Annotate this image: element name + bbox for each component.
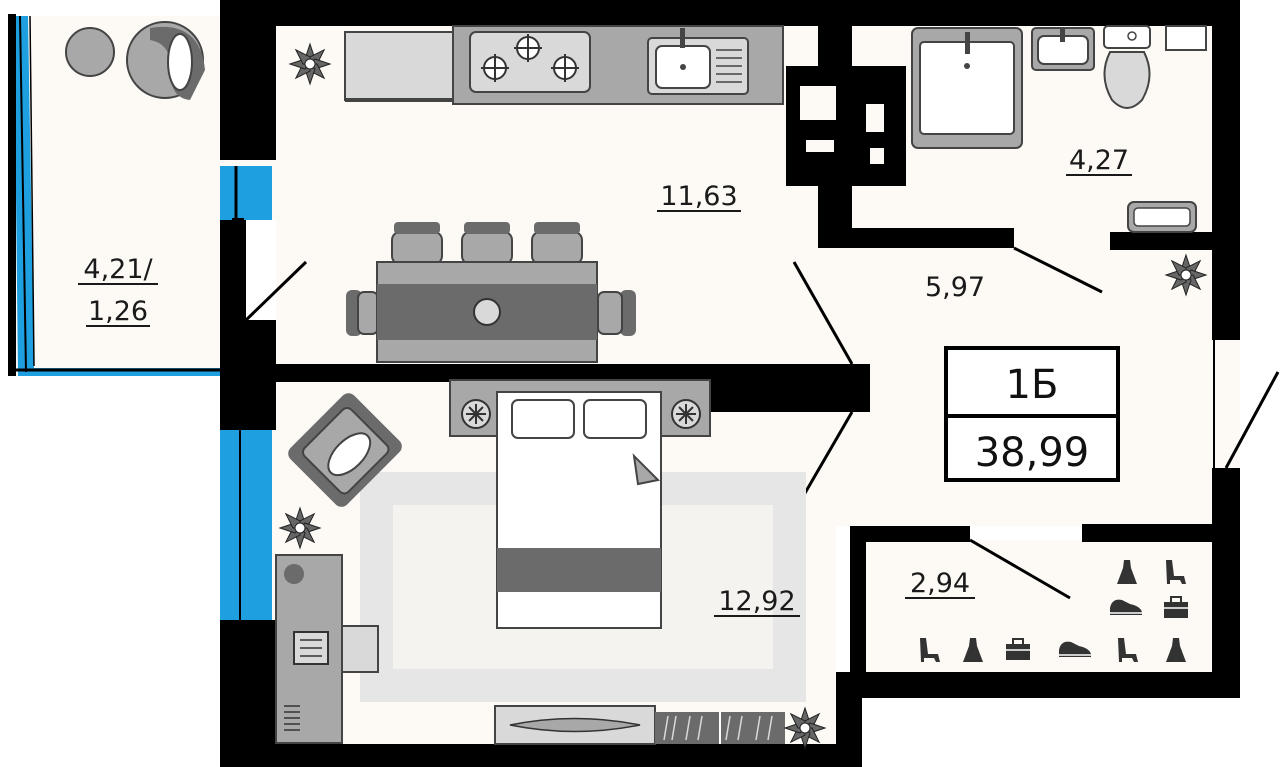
wardrobe-unit xyxy=(494,705,785,745)
plant-icon xyxy=(279,507,321,549)
wardrobe-area: 2,94 xyxy=(910,568,970,599)
apartment-total-area: 38,99 xyxy=(975,430,1090,476)
bedroom-furniture xyxy=(275,379,826,749)
stove xyxy=(469,31,591,93)
balcony-area-line-1: 4,21/ xyxy=(83,254,153,285)
bathroom-area-label: 4,27 xyxy=(1066,145,1132,176)
plant-icon xyxy=(784,707,826,749)
apartment-badge: 1Б 38,99 xyxy=(944,346,1120,482)
door-swings xyxy=(242,246,1280,600)
bedroom-area-label: 12,92 xyxy=(714,586,800,617)
armchair xyxy=(288,393,402,507)
hallway-area: 5,97 xyxy=(925,272,985,303)
kitchen-area: 11,63 xyxy=(660,181,737,212)
windows xyxy=(220,160,1240,620)
dining-table xyxy=(346,222,636,363)
balcony-chair xyxy=(65,21,205,100)
area-labels: 4,21/ 1,26 11,63 4,27 5,97 12,92 2,94 xyxy=(78,145,1132,617)
walls xyxy=(220,0,1240,767)
bedroom-area: 12,92 xyxy=(718,586,795,617)
apartment-code: 1Б xyxy=(1006,362,1059,408)
hallway-area-label: 5,97 xyxy=(925,272,985,303)
kitchen-area-label: 11,63 xyxy=(657,181,741,212)
bed xyxy=(449,379,711,629)
plant-icon xyxy=(1165,254,1207,296)
bathroom-fixtures xyxy=(911,25,1207,233)
balcony-area-label: 4,21/ 1,26 xyxy=(78,254,158,327)
kitchen-sink xyxy=(647,28,749,95)
balcony-area-line-2: 1,26 xyxy=(88,296,148,327)
wardrobe-area-label: 2,94 xyxy=(905,568,975,599)
kitchen-furniture xyxy=(289,25,784,363)
bathroom-area: 4,27 xyxy=(1069,145,1129,176)
balcony xyxy=(8,14,220,376)
plant-icon xyxy=(289,43,331,85)
shaft xyxy=(800,86,884,164)
desk xyxy=(275,554,379,744)
